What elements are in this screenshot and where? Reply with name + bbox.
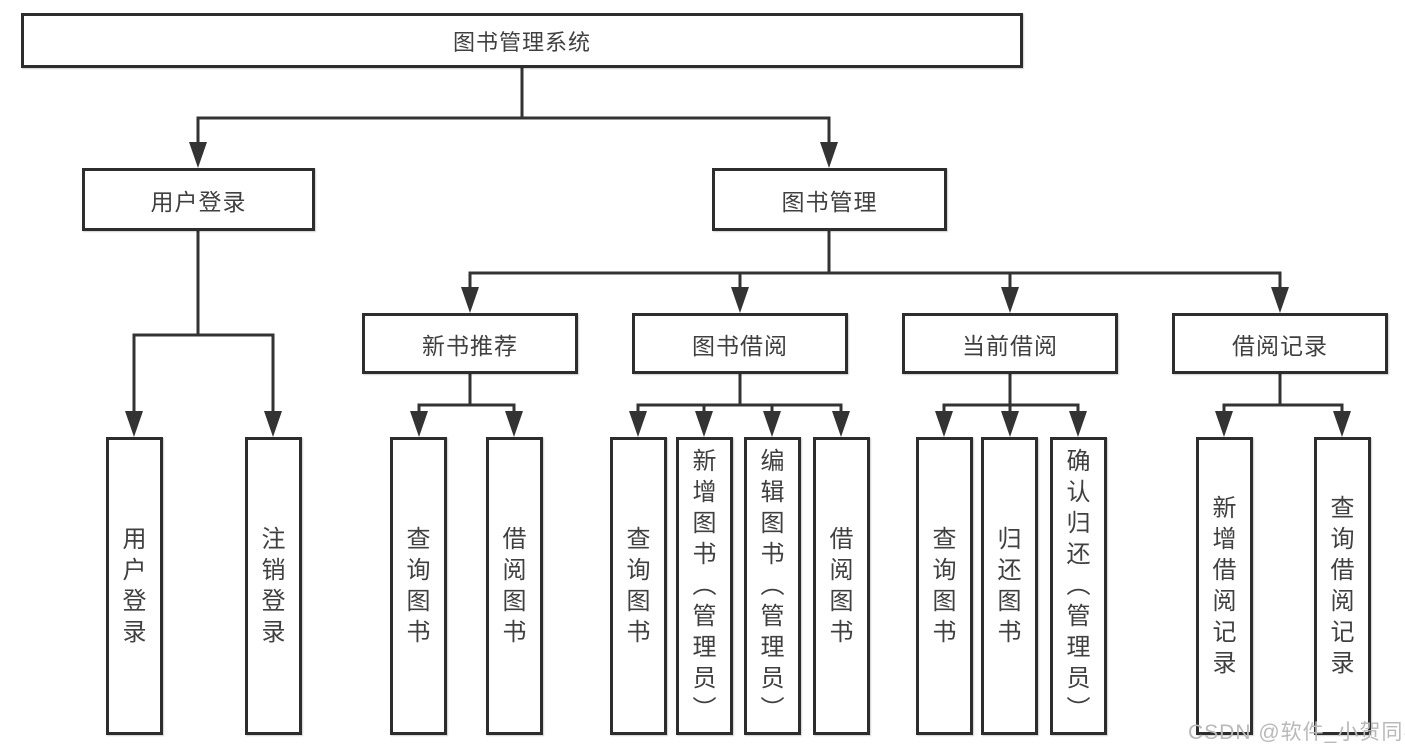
node-current-borrowing: 当前借阅 (902, 313, 1118, 374)
leaf-add-borrow-record: 新增借阅记录 (1196, 437, 1253, 735)
leaf-query-books-recommend: 查询图书 (390, 437, 447, 735)
watermark: CSDN @软件_小贺同学 (1188, 721, 1405, 744)
leaf-add-book-admin: 新增图书︵管理员︶ (676, 437, 733, 735)
leaf-query-books-borrowing: 查询图书 (610, 437, 667, 735)
node-book-borrowing: 图书借阅 (632, 313, 848, 374)
node-book-management: 图书管理 (712, 168, 947, 231)
leaf-confirm-return-admin: 确认归还︵管理员︶ (1050, 437, 1107, 735)
leaf-logout: 注销登录 (245, 437, 302, 735)
leaf-return-books: 归还图书 (981, 437, 1038, 735)
leaf-query-books-current: 查询图书 (916, 437, 973, 735)
leaf-borrow-books-borrowing: 借阅图书 (813, 437, 870, 735)
node-user-login: 用户登录 (82, 168, 315, 231)
leaf-user-login: 用户登录 (106, 437, 163, 735)
node-library-management-system: 图书管理系统 (21, 13, 1023, 68)
leaf-edit-book-admin: 编辑图书︵管理员︶ (744, 437, 801, 735)
node-borrowing-records: 借阅记录 (1172, 313, 1388, 374)
node-new-book-recommendation: 新书推荐 (362, 313, 578, 374)
leaf-borrow-books-recommend: 借阅图书 (486, 437, 543, 735)
leaf-query-borrow-record: 查询借阅记录 (1314, 437, 1371, 735)
